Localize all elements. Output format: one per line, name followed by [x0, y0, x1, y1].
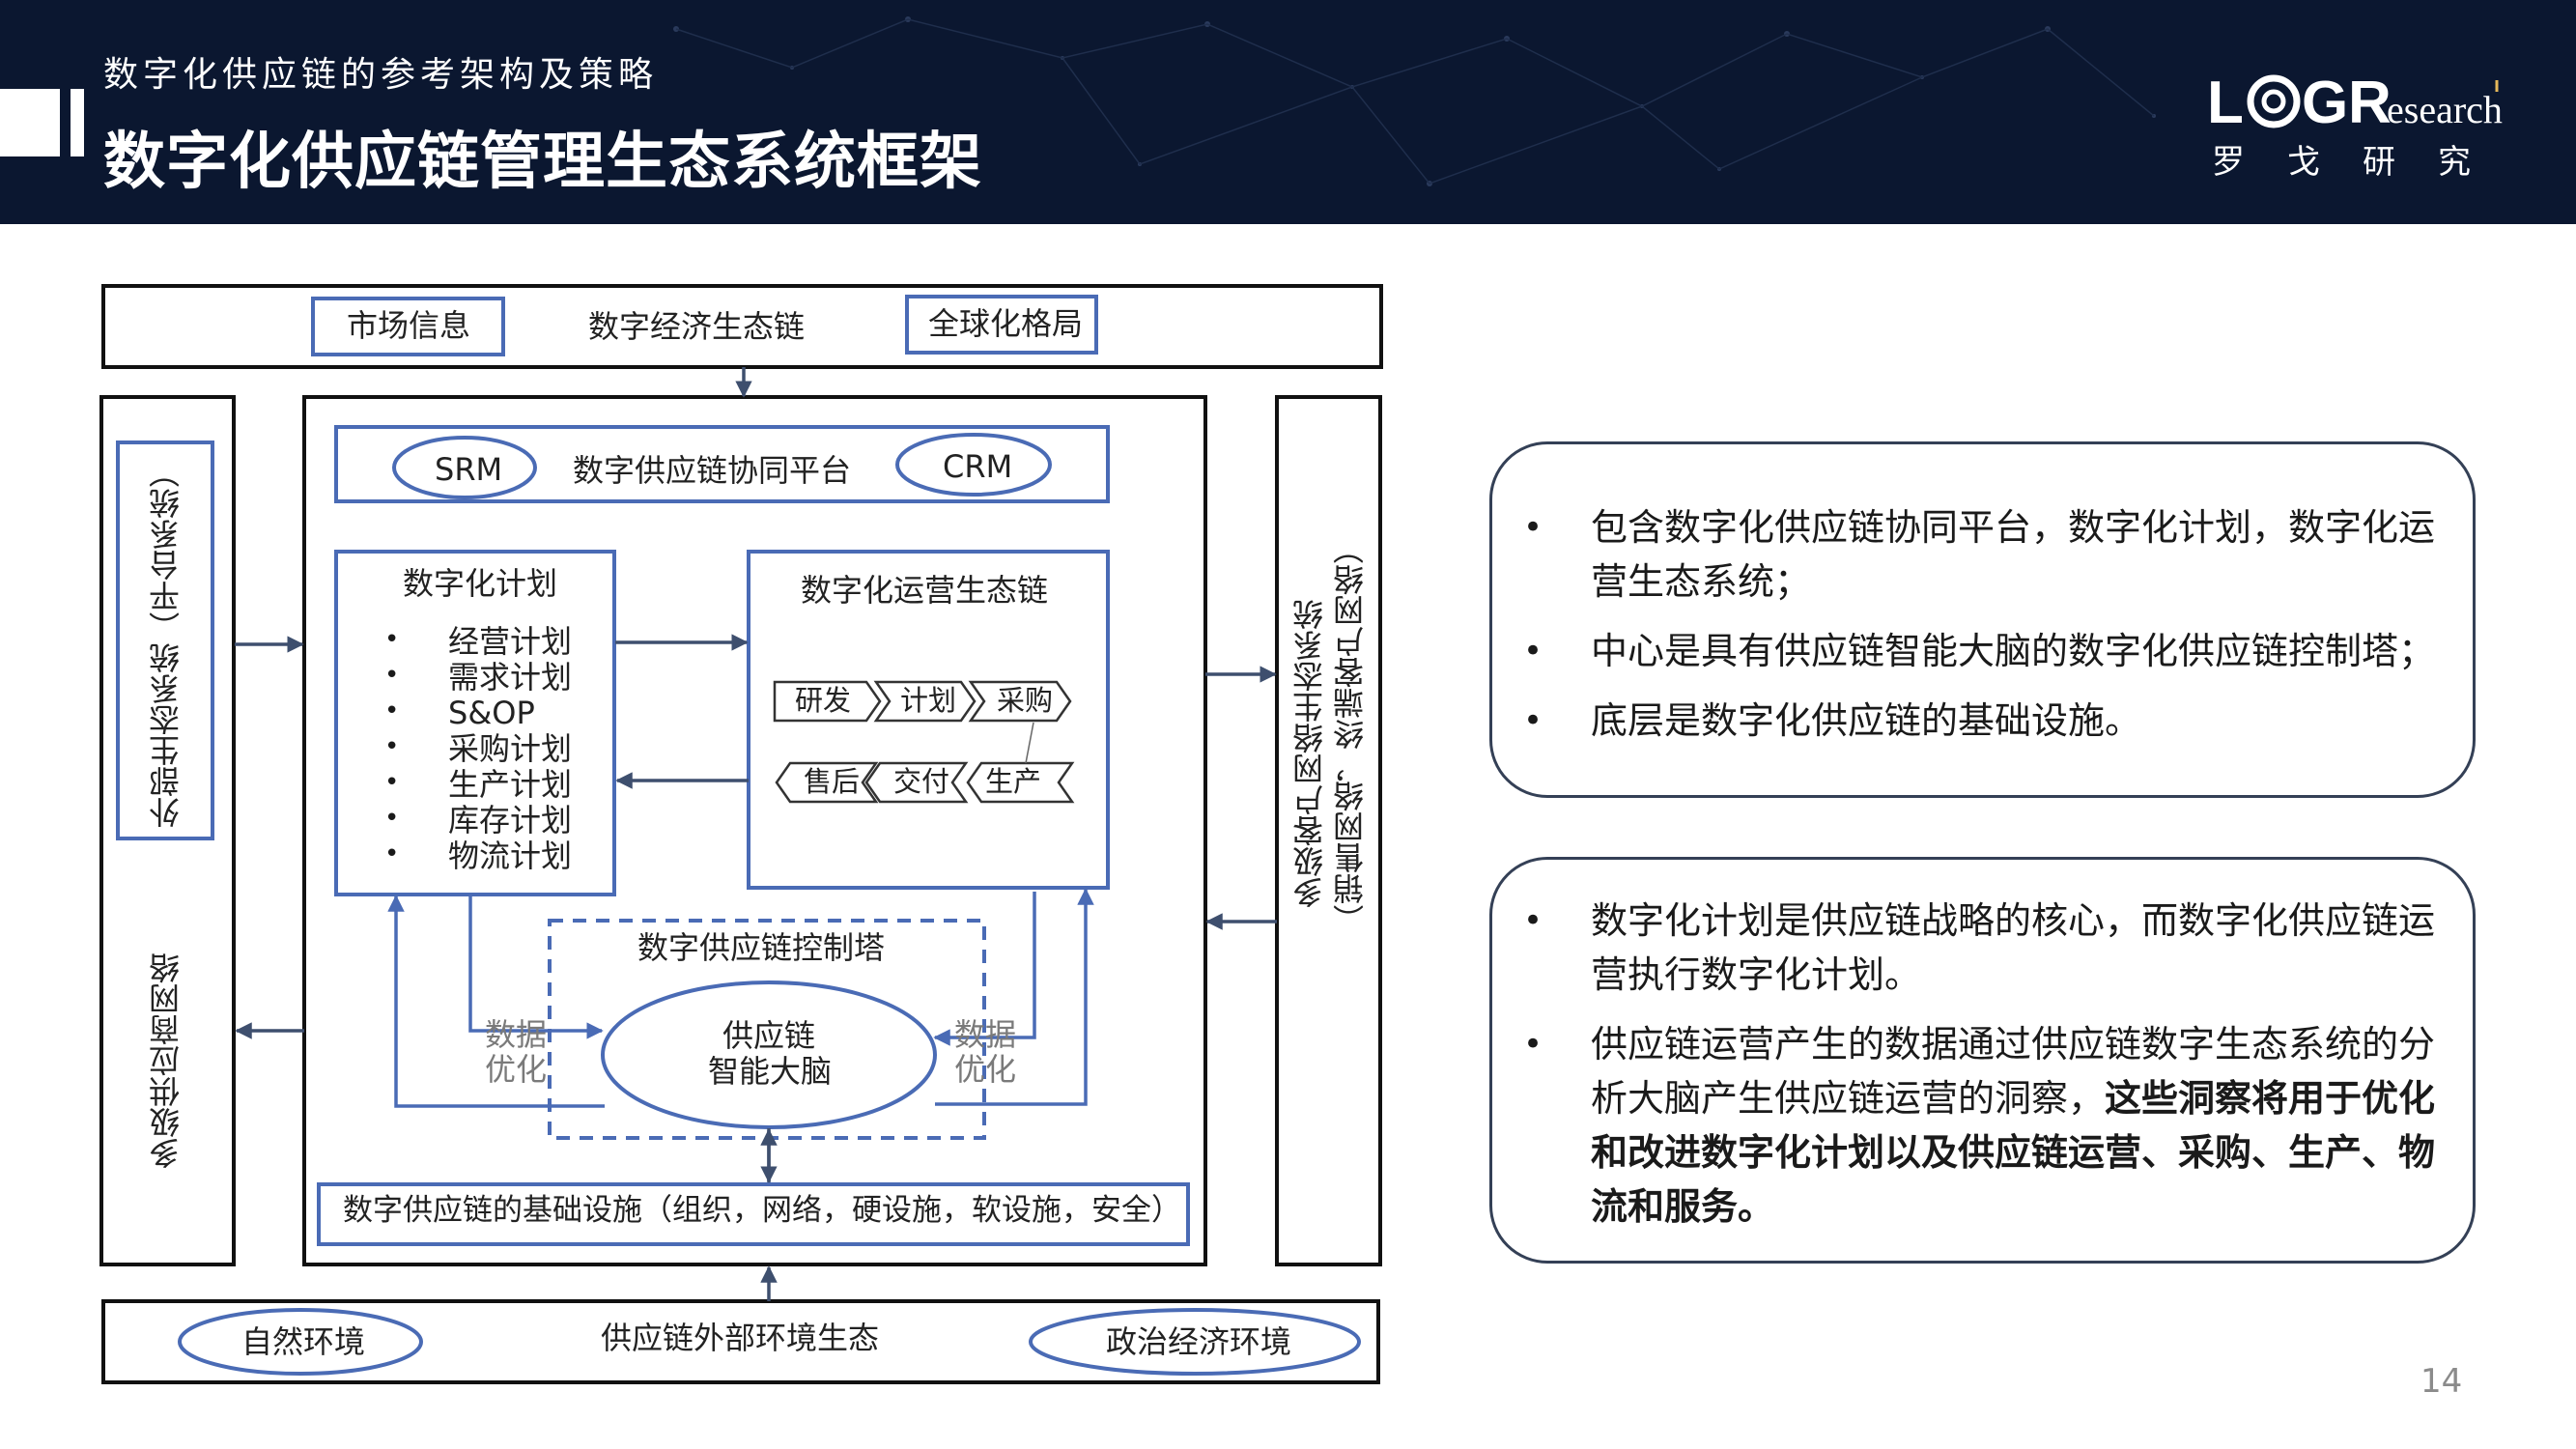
- digital-operations-box: [747, 550, 1110, 890]
- page-title: 数字化供应链管理生态系统框架: [103, 127, 982, 198]
- digital-planning-box: [334, 550, 616, 896]
- logr-logo: L G R esearch: [2207, 70, 2503, 136]
- customer-network-label: 多级客户网络生态系统: [1291, 599, 1328, 908]
- section-subtitle: 数字化供应链的参考架构及策略: [103, 55, 659, 95]
- collaboration-platform-box: [334, 425, 1110, 503]
- summary-panel-1: 包含数字化供应链协同平台，数字化计划，数字化运营生态系统； 中心是具有供应链智能…: [1489, 441, 2476, 798]
- chevron-aftersales: [775, 761, 879, 804]
- chevron-purchase-label: 采购: [997, 684, 1054, 717]
- infrastructure-box: [317, 1182, 1190, 1246]
- svg-text:R: R: [2348, 70, 2392, 136]
- logo-chinese-name: 罗戈研究: [2212, 143, 2513, 182]
- left-outer-box: [99, 395, 236, 1266]
- infrastructure-label: 数字供应链的基础设施（组织，网络，硬设施，软设施，安全）: [343, 1193, 1181, 1228]
- loop-brain-to-ops: [935, 888, 1094, 1106]
- politics-env-ellipse: [1029, 1308, 1361, 1376]
- page-number: 14: [2420, 1362, 2463, 1401]
- nature-env-label: 自然环境: [241, 1323, 366, 1360]
- external-platform-box: [116, 440, 214, 840]
- header-banner: 数字化供应链的参考架构及策略 数字化供应链管理生态系统框架 L G R esea…: [0, 0, 2576, 224]
- bottom-environment-box: [101, 1299, 1380, 1384]
- loop-planning-down: [468, 895, 604, 1039]
- ecosystem-framework-diagram: [99, 284, 1383, 1384]
- network-dots-decoration: [673, 16, 2156, 186]
- svg-text:L: L: [2207, 70, 2244, 136]
- brain-label-line2: 智能大脑: [708, 1053, 833, 1090]
- control-tower-title: 数字供应链控制塔: [637, 929, 886, 966]
- right-data-tag: 数据: [954, 1016, 1017, 1053]
- chevron-rnd: [773, 680, 882, 723]
- chevron-delivery-label: 交付: [893, 765, 950, 798]
- politics-env-label: 政治经济环境: [1106, 1323, 1292, 1360]
- chevron-aftersales-label: 售后: [804, 765, 861, 798]
- panel1-bullet: 包含数字化供应链协同平台，数字化计划，数字化运营生态系统；: [1492, 500, 2453, 609]
- panel2-bullet-text: 供应链运营产生的数据通过供应链数字生态系统的分析大脑产生供应链运营的洞察，: [1591, 1023, 2436, 1120]
- header-accent-bar: [71, 89, 84, 156]
- chevron-plan-label: 计划: [900, 684, 957, 717]
- loop-brain-to-planning: [387, 895, 605, 1108]
- chevron-delivery: [864, 761, 969, 804]
- panel2-bullet: 供应链运营产生的数据通过供应链数字生态系统的分析大脑产生供应链运营的洞察，这些洞…: [1492, 1017, 2444, 1234]
- srm-label: SRM: [435, 451, 503, 488]
- collaboration-platform-label: 数字供应链协同平台: [573, 452, 852, 489]
- globalization-label: 全球化格局: [928, 305, 1084, 342]
- right-outer-box: [1275, 395, 1382, 1266]
- market-info-box: [311, 297, 505, 356]
- brain-ellipse: [601, 980, 937, 1129]
- market-info-label: 市场信息: [347, 307, 471, 344]
- left-data-tag: 数据: [485, 1016, 548, 1053]
- nature-env-ellipse: [178, 1308, 423, 1376]
- right-optimize-tag: 优化: [954, 1051, 1017, 1088]
- external-env-label: 供应链外部环境生态: [601, 1320, 880, 1356]
- srm-ellipse: [392, 436, 537, 499]
- loop-ops-down: [933, 892, 1036, 1046]
- svg-text:G: G: [2302, 70, 2348, 136]
- chevron-rnd-label: 研发: [795, 684, 852, 717]
- chevron-production: [966, 761, 1075, 804]
- panel2-bullet-emphasis: 这些洞察将用于优化和改进数字化计划以及供应链运营、采购、生产、物流和服务。: [1591, 1077, 2436, 1228]
- panel2-bullet: 数字化计划是供应链战略的核心，而数字化供应链运营执行数字化计划。: [1492, 894, 2444, 1002]
- digital-operations-title: 数字化运营生态链: [801, 572, 1049, 609]
- svg-text:esearch: esearch: [2387, 88, 2503, 131]
- panel1-bullet: 中心是具有供应链智能大脑的数字化供应链控制塔；: [1492, 624, 2453, 678]
- central-framework-box: [302, 395, 1207, 1266]
- left-optimize-tag: 优化: [485, 1051, 548, 1088]
- crm-ellipse: [895, 433, 1052, 497]
- supplier-network-label: 多级供应商网络: [148, 952, 184, 1169]
- summary-panel-2: 数字化计划是供应链战略的核心，而数字化供应链运营执行数字化计划。 供应链运营产生…: [1489, 857, 2476, 1264]
- header-accent-block: [0, 89, 60, 156]
- chevron-purchase: [968, 680, 1072, 723]
- external-platform-label: 外部生态系统（平台系统）: [148, 457, 184, 828]
- brain-label-line1: 供应链: [722, 1017, 816, 1054]
- customer-network-sublabel: （销售网络，终端客户网络）: [1332, 533, 1369, 935]
- chevron-production-label: 生产: [985, 765, 1042, 798]
- digital-planning-title: 数字化计划: [403, 565, 558, 602]
- globalization-box: [905, 295, 1098, 355]
- crm-label: CRM: [943, 448, 1013, 485]
- chevron-plan: [873, 680, 977, 723]
- digital-economy-label: 数字经济生态链: [588, 308, 806, 345]
- panel1-bullet: 底层是数字化供应链的基础设施。: [1492, 694, 2453, 748]
